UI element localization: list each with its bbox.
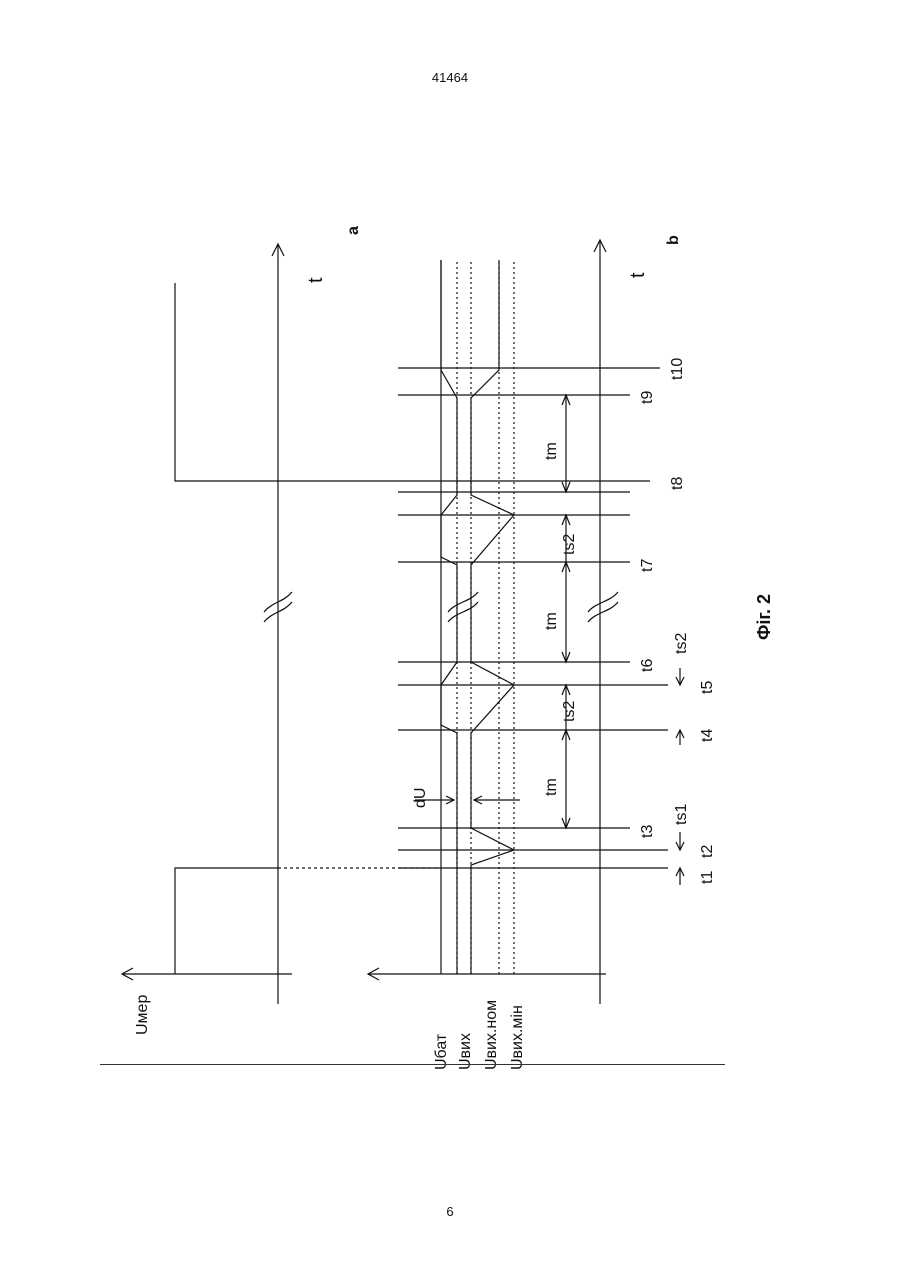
label-du: dU <box>412 788 429 808</box>
time-axis-a-label: t <box>305 277 327 283</box>
break-mark-b2 <box>588 592 618 622</box>
mark-t5: t5 <box>699 681 716 694</box>
mark-t3: t3 <box>639 825 656 838</box>
mark-t1: t1 <box>699 871 716 884</box>
interval-ts2-label-c: ts2 <box>673 633 690 654</box>
mark-t6: t6 <box>639 659 656 672</box>
divider-line <box>100 1064 725 1065</box>
mark-t8: t8 <box>669 477 686 490</box>
signal-u-meas <box>175 868 278 974</box>
interval-tm-label-a: tm <box>543 778 560 796</box>
label-u-out-nom: Uвих.ном <box>483 1000 500 1070</box>
break-mark-b <box>448 592 478 622</box>
interval-ts2-label-a: ts2 <box>561 701 578 722</box>
interval-tm-label-c: tm <box>543 442 560 460</box>
mark-t2: t2 <box>699 845 716 858</box>
mark-t7: t7 <box>639 559 656 572</box>
signal-u-out-nom <box>471 260 514 974</box>
mark-t10: t10 <box>669 358 686 380</box>
interval-ts2-label-b: ts2 <box>561 534 578 555</box>
label-u-out-min: Uвих.мін <box>509 1005 526 1070</box>
mark-t9: t9 <box>639 391 656 404</box>
label-u-meas: Uмер <box>134 995 151 1035</box>
interval-ts1-label: ts1 <box>673 804 690 825</box>
figure-caption: Фіг. 2 <box>754 594 774 640</box>
mark-t4: t4 <box>699 729 716 742</box>
interval-tm-label-b: tm <box>543 612 560 630</box>
time-axis-b-label: t <box>627 272 649 278</box>
signal-u-meas-late <box>175 283 650 481</box>
panel-b-label: b <box>665 235 682 245</box>
page-number: 6 <box>0 1204 900 1219</box>
panel-a-label: a <box>345 226 362 235</box>
